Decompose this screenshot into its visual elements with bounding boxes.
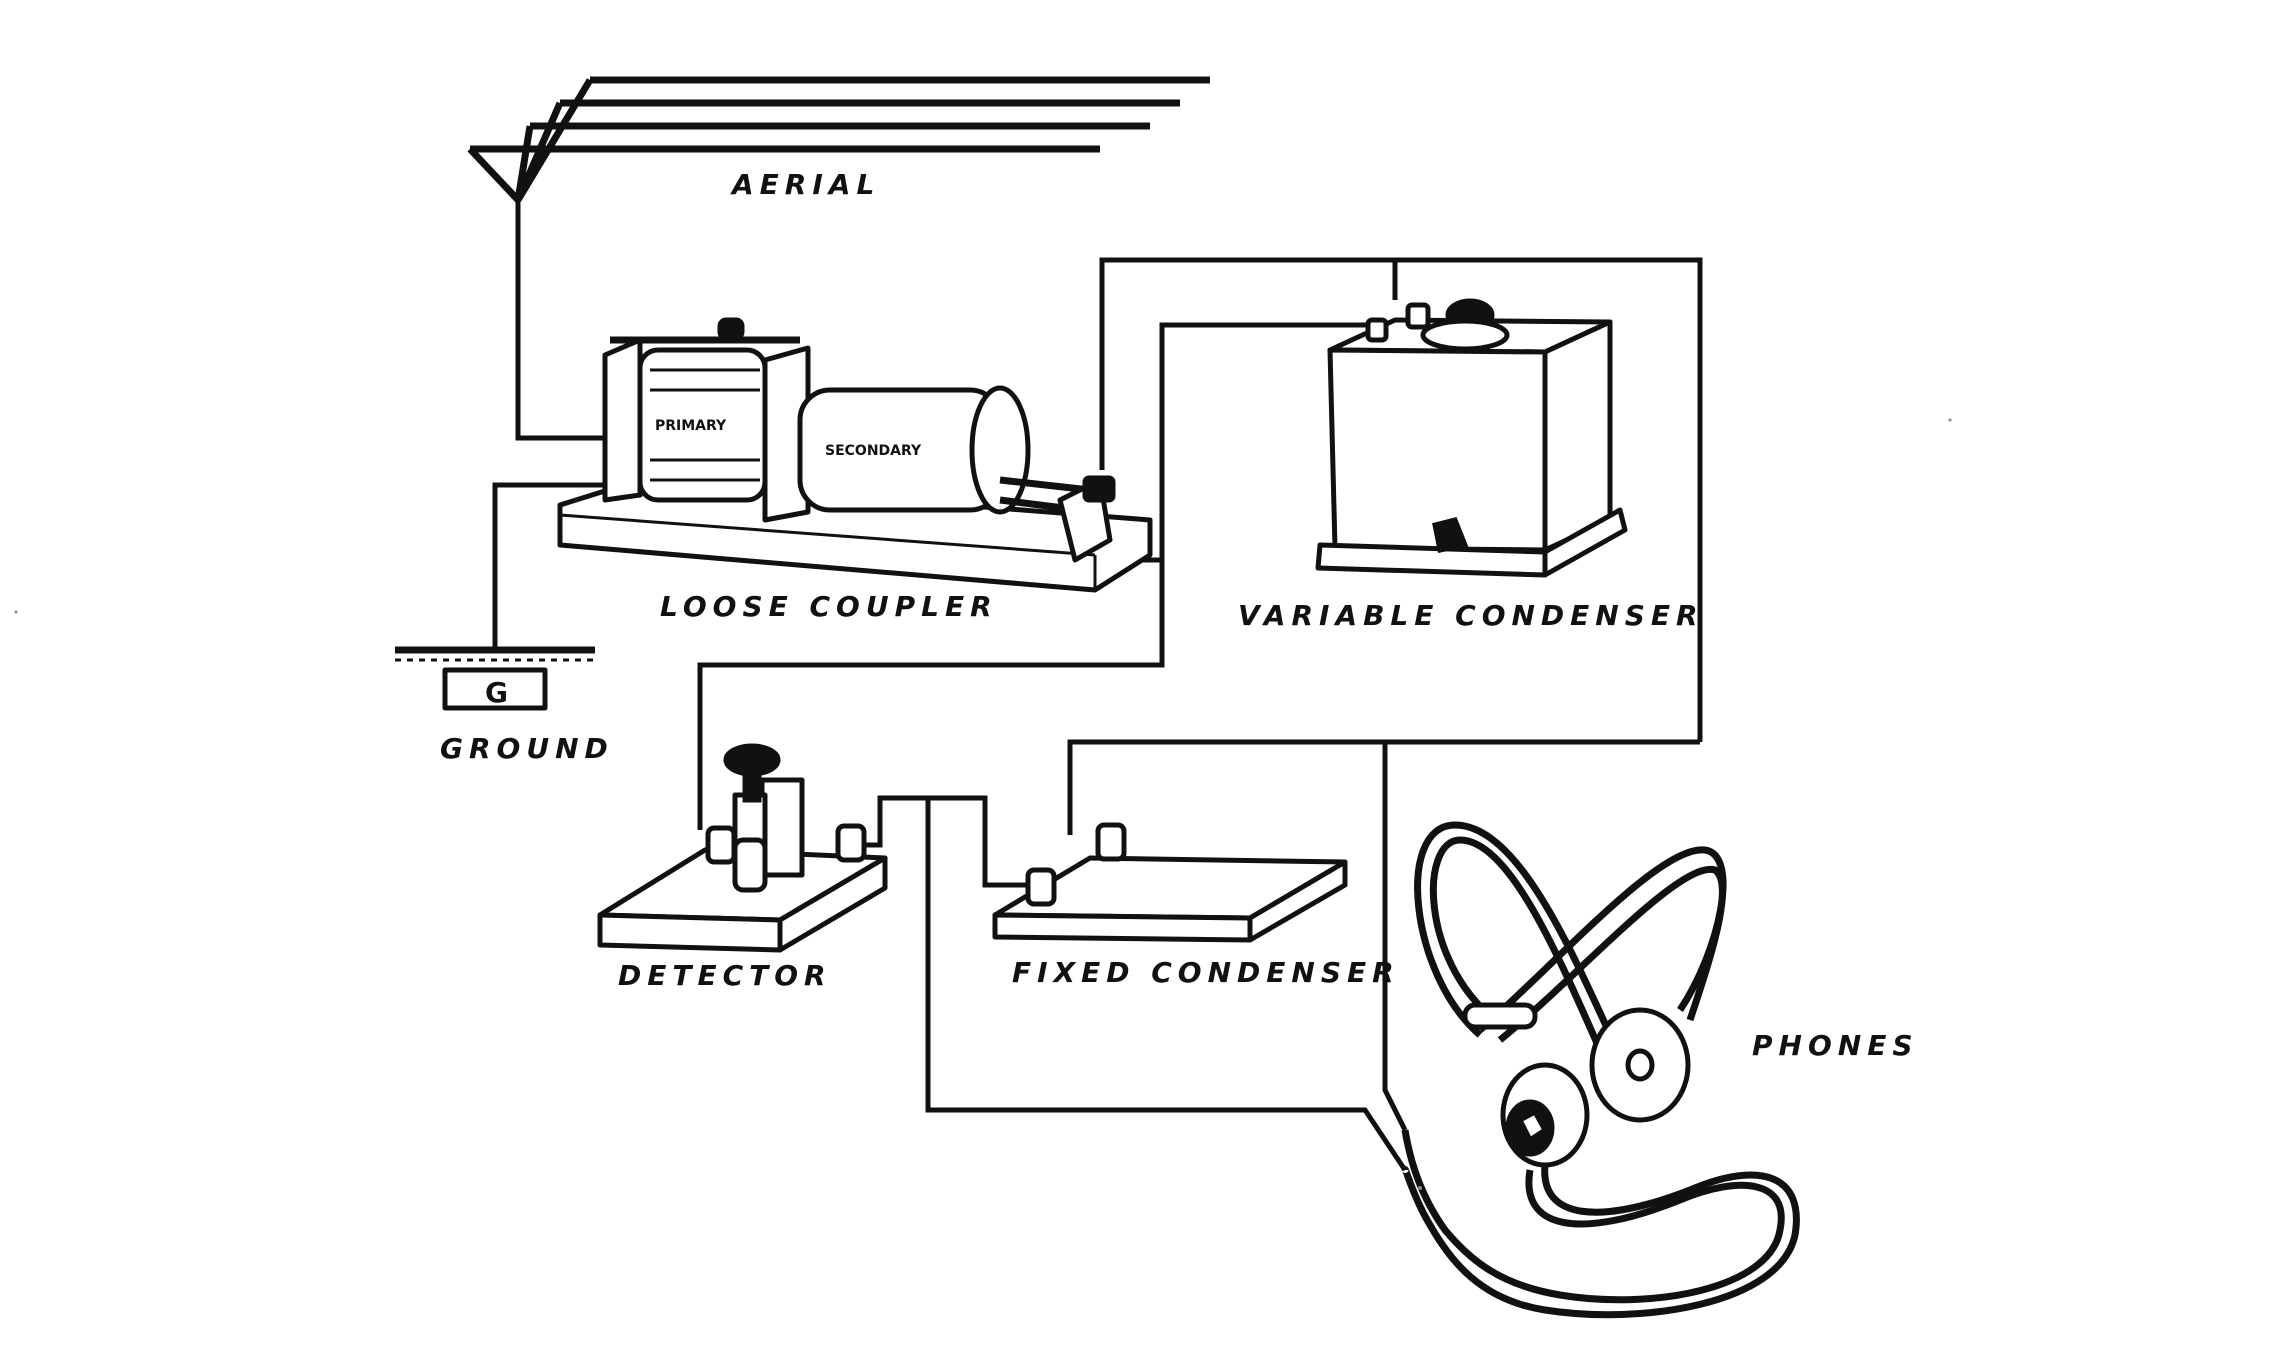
detector-label: DETECTOR	[618, 959, 832, 992]
secondary-label: SECONDARY	[825, 443, 922, 459]
condenser-terminal-right	[1405, 302, 1431, 330]
slider-knob	[717, 317, 745, 341]
fixed-condenser-post-left	[1025, 867, 1057, 907]
variable-condenser	[1315, 298, 1628, 578]
detector	[597, 743, 888, 953]
variable-condenser-label: VARIABLE CONDENSER	[1238, 599, 1704, 632]
primary-coil-winding	[650, 368, 760, 482]
condenser-terminal-left	[1365, 317, 1389, 343]
detector-post-left	[705, 825, 737, 865]
headphones	[1401, 821, 1800, 1319]
scan-speck	[1418, 1186, 1422, 1190]
loose-coupler-label: LOOSE COUPLER	[660, 590, 998, 623]
fixed-condenser-label: FIXED CONDENSER	[1012, 956, 1400, 989]
aerial-antenna	[467, 76, 1210, 203]
loose-coupler: PRIMARY SECONDARY	[557, 317, 1153, 593]
aerial-label: AERIAL	[730, 168, 880, 201]
scan-speck	[14, 610, 18, 614]
circuit-wires	[492, 200, 1703, 1172]
fixed-condenser-post-right	[1095, 822, 1127, 862]
ground-box-letter: G	[485, 676, 508, 709]
headband-clasp	[1462, 1002, 1538, 1030]
ground-symbol: G	[395, 646, 595, 711]
fixed-condenser	[992, 822, 1348, 943]
scan-speck	[1948, 418, 1952, 422]
coupler-terminal	[1082, 475, 1116, 503]
detector-post-right	[835, 823, 867, 863]
ground-label: GROUND	[440, 732, 614, 765]
phones-label: PHONES	[1752, 1029, 1918, 1062]
primary-label: PRIMARY	[655, 418, 727, 434]
ground-box	[442, 667, 548, 711]
